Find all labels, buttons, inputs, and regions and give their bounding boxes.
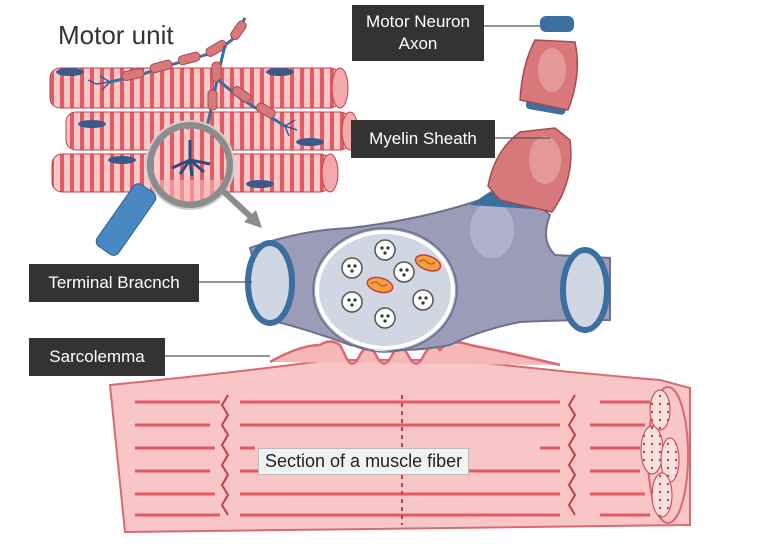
label-myelin-sheath: Myelin Sheath (351, 120, 495, 158)
label-terminal-branch: Terminal Bracnch (29, 264, 199, 302)
mitochondria (366, 254, 442, 294)
fiber-end-cross-section (640, 386, 689, 524)
axon-terminal (245, 188, 611, 353)
leader-lines (164, 25, 550, 357)
muscle-fiber-section (108, 340, 691, 534)
label-motor-neuron-line2: Axon (398, 34, 438, 53)
motor-neuron-branches (109, 17, 286, 156)
synaptic-vesicles (341, 239, 434, 329)
label-muscle-fiber-section: Section of a muscle fiber (258, 448, 470, 475)
motor-neuron-axon (470, 16, 579, 213)
label-motor-neuron-line1: Motor Neuron (366, 12, 470, 31)
magnifier (95, 120, 262, 256)
label-sarcolemma: Sarcolemma (29, 338, 165, 376)
label-motor-neuron-axon: Motor Neuron Axon (352, 5, 484, 61)
vesicle-dots (347, 246, 428, 323)
diagram-title: Motor unit (58, 20, 174, 50)
muscle-fiber-1 (49, 67, 349, 109)
terminal-endings-small (87, 75, 298, 137)
